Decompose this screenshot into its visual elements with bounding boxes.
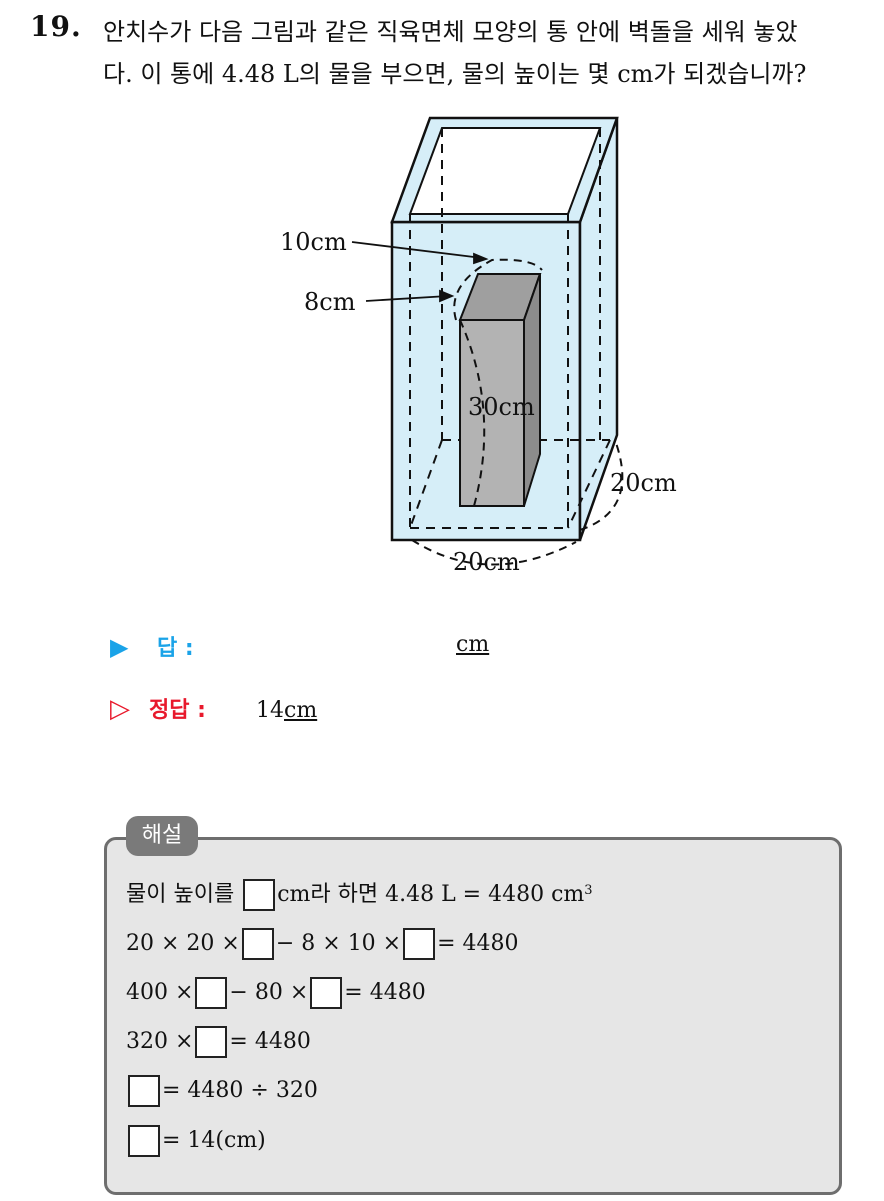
- blank-box: [128, 1125, 160, 1157]
- explanation-text: cm라 하면 4.48 L = 4480 cm: [277, 882, 585, 907]
- explanation-line-1: 물이 높이를 cm라 하면 4.48 L = 4480 cm3: [126, 876, 593, 914]
- answer-unit: cm: [456, 632, 490, 657]
- blank-box: [243, 879, 276, 911]
- correct-answer-value: 14: [256, 698, 284, 723]
- blank-box: [128, 1075, 160, 1107]
- explanation-line-2: 20 × 20 × − 8 × 10 × = 4480: [126, 925, 519, 963]
- explanation-line-4: 320 × = 4480: [126, 1023, 311, 1061]
- explanation-text: 320 ×: [126, 1029, 194, 1054]
- label-brick-height: 30cm: [468, 393, 535, 421]
- explanation-text: 20 × 20 ×: [126, 931, 240, 956]
- explanation-line-3: 400 × − 80 × = 4480: [126, 974, 426, 1012]
- label-side-depth: 8cm: [304, 288, 356, 316]
- question-text-line-2: 다. 이 통에 4.48 L의 물을 부으면, 물의 높이는 몇 cm가 되겠습…: [103, 60, 807, 88]
- explanation-text: = 4480: [229, 1029, 311, 1054]
- blank-box: [310, 977, 343, 1009]
- explanation-text: − 80 ×: [229, 980, 309, 1005]
- explanation-text: 물이 높이를: [126, 882, 235, 907]
- dimension-arcs: [411, 258, 624, 566]
- play-triangle-icon: ▶: [110, 633, 129, 661]
- explanation-tab: 해설: [126, 816, 198, 856]
- correct-answer-unit: cm: [284, 698, 318, 723]
- explanation-text: = 4480: [437, 931, 519, 956]
- blank-box: [195, 1026, 228, 1058]
- label-top-width: 10cm: [280, 228, 347, 256]
- container-opening: [408, 127, 602, 215]
- blank-box: [241, 928, 274, 960]
- explanation-text: = 14(cm): [162, 1128, 266, 1153]
- blank-box: [403, 928, 436, 960]
- answer-row: ▶ 답 :: [110, 630, 194, 662]
- question-number: 19.: [30, 10, 82, 43]
- leader-lines: [351, 241, 489, 303]
- explanation-line-5: = 4480 ÷ 320: [126, 1072, 318, 1110]
- explanation-box: [104, 837, 842, 1195]
- label-container-width: 20cm: [453, 548, 520, 576]
- label-container-depth: 20cm: [610, 469, 677, 497]
- correct-answer-row: ▷ 정답 : 14cm: [110, 692, 317, 724]
- explanation-line-6: = 14(cm): [126, 1122, 266, 1160]
- superscript: 3: [584, 883, 593, 898]
- container-figure: 10cm 8cm 30cm 20cm 20cm: [280, 116, 677, 576]
- explanation-text: 400 ×: [126, 980, 194, 1005]
- question-text-line-1: 안치수가 다음 그림과 같은 직육면체 모양의 통 안에 벽돌을 세워 놓았: [103, 18, 798, 46]
- explanation-text: = 4480: [344, 980, 426, 1005]
- blank-box: [195, 977, 228, 1009]
- explanation-text: − 8 × 10 ×: [275, 931, 402, 956]
- correct-answer-label: 정답 :: [149, 698, 206, 723]
- outline-triangle-icon: ▷: [110, 694, 130, 724]
- answer-label: 답 :: [157, 636, 194, 661]
- explanation-text: = 4480 ÷ 320: [162, 1078, 318, 1103]
